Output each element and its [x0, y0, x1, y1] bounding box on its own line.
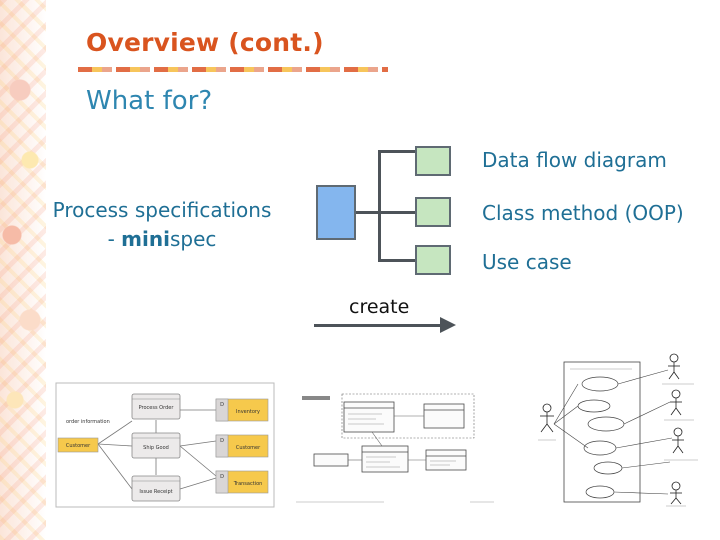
- dfd-store-2-id: D: [220, 438, 224, 444]
- output-label-usecase: Use case: [482, 250, 572, 274]
- dfd-store-1-label: Inventory: [236, 409, 260, 415]
- dfd-process-3-label: Issue Receipt: [139, 489, 172, 495]
- process-spec-line2: - minispec: [46, 225, 278, 254]
- dfd-thumbnail: Process Order Ship Good Issue Receipt Cu…: [55, 382, 275, 508]
- connector-trunk: [378, 150, 381, 262]
- dfd-entity-customer: Customer: [57, 437, 99, 453]
- slide-subtitle: What for?: [86, 86, 213, 116]
- output-label-class: Class method (OOP): [482, 201, 684, 225]
- create-arrow-shaft: [314, 324, 442, 327]
- minispec-suffix: spec: [169, 227, 217, 251]
- dfd-store-3-label: Transaction: [233, 481, 263, 487]
- title-underline: [78, 67, 388, 72]
- output-label-dfd: Data flow diagram: [482, 148, 667, 172]
- class-diagram-thumbnail: [292, 390, 498, 508]
- dfd-store-1-id: D: [220, 402, 224, 408]
- output-box-usecase: [415, 245, 451, 275]
- output-box-dfd: [415, 146, 451, 176]
- slide-title: Overview (cont.): [86, 28, 324, 57]
- minispec-prefix: -: [107, 227, 122, 251]
- dfd-process-2: Ship Good: [131, 432, 181, 459]
- class-diagram-header-mark: [302, 396, 330, 400]
- process-spec-line1: Process specifications: [52, 198, 272, 222]
- actor-left-icon: [540, 403, 554, 433]
- dfd-store-3-id: D: [220, 474, 224, 480]
- dfd-entity-label: Customer: [66, 443, 91, 449]
- minispec-bold: mini: [121, 227, 170, 251]
- dfd-flow-label: order information: [66, 419, 110, 425]
- dfd-store-3: D Transaction: [215, 470, 269, 494]
- dfd-process-3: Issue Receipt: [131, 475, 181, 502]
- decorative-border: [0, 0, 46, 540]
- actor-right-4-icon: [670, 481, 682, 505]
- dfd-process-2-label: Ship Good: [143, 445, 169, 451]
- process-box: [316, 185, 356, 240]
- dfd-store-2-label: Customer: [236, 445, 261, 451]
- create-arrow-head: [440, 317, 456, 333]
- actor-right-3-icon: [672, 427, 684, 454]
- dfd-store-2: D Customer: [215, 434, 269, 458]
- connector-stem: [356, 211, 380, 214]
- actor-right-1-icon: [668, 353, 680, 380]
- use-case-thumbnail: [534, 352, 706, 508]
- process-spec-label: Process specifications - minispec: [46, 196, 278, 254]
- connector-branch-top: [378, 150, 416, 153]
- dfd-process-1-label: Process Order: [139, 405, 175, 411]
- connector-branch-bottom: [378, 259, 416, 262]
- connector-branch-middle: [378, 211, 416, 214]
- actor-right-2-icon: [670, 389, 682, 416]
- create-label: create: [349, 296, 410, 318]
- output-box-class: [415, 197, 451, 227]
- dfd-process-1: Process Order: [131, 393, 181, 420]
- dfd-store-1: D Inventory: [215, 398, 269, 422]
